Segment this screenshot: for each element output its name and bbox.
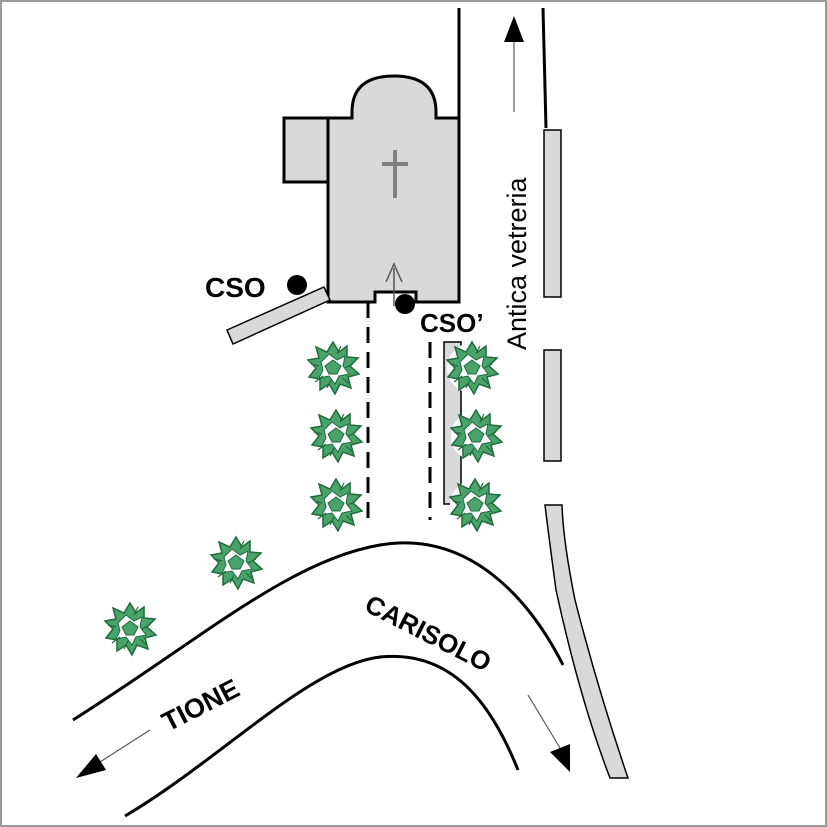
arrow-tione-line [99,729,151,763]
label-cso-prime: CSO’ [420,308,484,338]
cso-marker [287,275,307,295]
road-inner-edge [124,654,520,818]
fence-strip-upper [543,129,562,298]
fence-strip-curved [544,504,630,779]
tree-icon [310,478,363,532]
label-tione: TIONE [157,673,244,737]
tree-icon [104,602,157,656]
church-annex [282,116,330,184]
cross-icon [382,150,408,198]
arrow-icon [504,16,524,42]
side-wall [226,286,331,345]
tree-icon [310,409,363,463]
cso-prime-marker [395,294,415,314]
fence-strip-middle [543,349,562,462]
arrow-carisolo-line [527,694,561,749]
arrow-icon [76,754,106,778]
label-antica-vetreria: Antica vetreria [502,176,532,350]
road-outer-edge [72,541,565,722]
tree-icon [307,341,360,395]
entrance-arrow-head [385,262,403,283]
tree-icon [210,536,263,590]
label-cso: CSO [205,272,266,303]
arrow-icon [550,744,570,772]
label-carisolo: CARISOLO [360,589,496,678]
road-edge-right [541,7,548,129]
